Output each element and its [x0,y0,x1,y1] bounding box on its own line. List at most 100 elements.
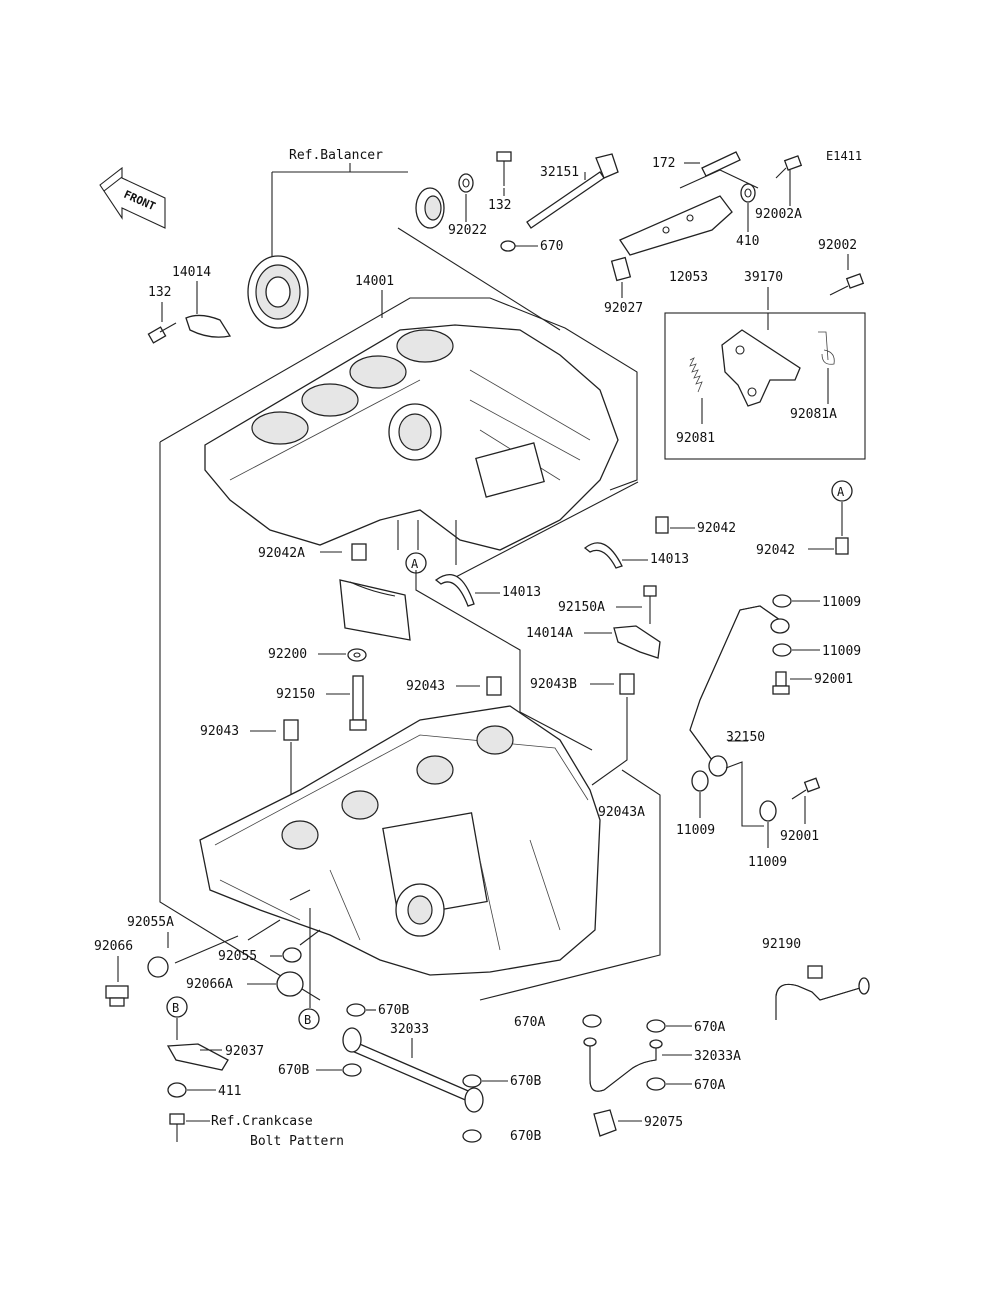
balancer-bearing [247,255,309,329]
pipe-32033 [342,1027,484,1113]
part-670A-3: 670A [694,1078,725,1093]
pipe-32033A [583,1037,663,1092]
plate-14014A [613,625,661,659]
part-11009-c: 11009 [676,823,715,838]
washer-92022 [458,173,474,193]
bolt-92002 [829,273,865,296]
part-32033: 32033 [390,1022,429,1037]
part-14014A: 14014A [526,626,573,641]
part-92150A: 92150A [558,600,605,615]
bolt-92001-b [791,777,821,800]
plate-92037 [166,1043,229,1071]
bearing-cap [339,579,411,641]
dowel-92043-left [283,719,299,741]
part-92081: 92081 [676,431,715,446]
part-670B-1: 670B [378,1003,409,1018]
washer-11009-b [772,643,792,657]
plug-92066 [105,985,129,1007]
ref-balancer-label: Ref.Balancer [289,148,383,163]
part-92002: 92002 [818,238,857,253]
part-670B-4: 670B [510,1129,541,1144]
bearing-14013-right [583,542,623,569]
washer-11009-d [759,800,777,822]
part-32151: 32151 [540,165,579,180]
part-670B-3: 670B [510,1074,541,1089]
part-11009-a: 11009 [822,595,861,610]
oil-pipe-32150 [689,605,790,777]
bolt-ref-crankcase [169,1113,185,1142]
part-92001-a: 92001 [814,672,853,687]
tensioner-box [664,312,866,460]
part-92043-left: 92043 [200,724,239,739]
guide-12053 [619,195,733,256]
dowel-92042 [655,516,669,534]
oring-670A-2 [646,1019,666,1033]
upper-crankcase [204,324,619,551]
bolt-132-top [496,151,512,186]
part-132-left: 132 [148,285,171,300]
oring-670B-1 [346,1003,366,1017]
ref-crankcase-label: Ref.Crankcase [211,1114,313,1129]
oring-92055A [147,956,169,978]
part-92042-right: 92042 [756,543,795,558]
bolt-92002A [775,155,803,179]
part-92043-top: 92043 [406,679,445,694]
part-14001: 14001 [355,274,394,289]
diagram-code: E1411 [826,149,862,163]
plug-92066A [276,971,304,997]
part-92081A: 92081A [790,407,837,422]
part-92055: 92055 [218,949,257,964]
bolt-92150 [349,675,367,731]
rod-32151 [526,153,619,229]
front-arrow-icon: FRONT [99,166,166,229]
part-14013-left: 14013 [502,585,541,600]
svg-text:A: A [837,485,845,499]
marker-B-left: B [166,996,188,1018]
bolt-132-left [147,322,177,344]
part-92055A: 92055A [127,915,174,930]
part-14013-right: 14013 [650,552,689,567]
needle-bearing [415,187,445,229]
washer-11009-a [772,594,792,608]
part-670A-2: 670A [694,1020,725,1035]
part-39170: 39170 [744,270,783,285]
svg-text:B: B [304,1013,311,1027]
part-32150: 32150 [726,730,765,745]
part-92066: 92066 [94,939,133,954]
part-92022: 92022 [448,223,487,238]
part-92002A: 92002A [755,207,802,222]
part-92042A: 92042A [258,546,305,561]
bearing-14013-left [434,574,475,607]
part-14014: 14014 [172,265,211,280]
clamp-92075 [593,1109,617,1137]
part-11009-b: 11009 [822,644,861,659]
marker-A-right: A [831,480,853,502]
dowel-92043-top [486,676,502,696]
svg-text:B: B [172,1001,179,1015]
part-12053: 12053 [669,270,708,285]
part-32033A: 32033A [694,1049,741,1064]
part-132-top: 132 [488,198,511,213]
dowel-92042A [351,543,367,561]
dowel-92043B [619,673,635,695]
part-92190: 92190 [762,937,801,952]
part-411: 411 [218,1084,241,1099]
spring-92081A [818,331,835,365]
bolt-92001-a [772,671,790,695]
oring-92055 [282,947,302,963]
part-92042: 92042 [697,521,736,536]
part-92200: 92200 [268,647,307,662]
washer-411 [167,1082,187,1098]
oring-670A-1 [582,1014,602,1028]
part-92027: 92027 [604,301,643,316]
dowel-92042-right [835,537,849,555]
part-410: 410 [736,234,759,249]
pin-172 [701,151,741,177]
part-92043B: 92043B [530,677,577,692]
washer-92200 [347,648,367,662]
part-92043A: 92043A [598,805,645,820]
oring-670A-3 [646,1077,666,1091]
part-172: 172 [652,156,675,171]
part-92066A: 92066A [186,977,233,992]
part-670-top: 670 [540,239,563,254]
